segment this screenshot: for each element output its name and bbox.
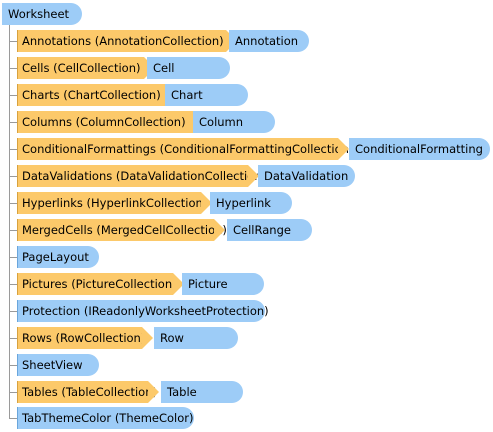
- collection-label: Charts (ChartCollection): [22, 88, 161, 102]
- member-row: Cells (CellCollection) Cell: [0, 57, 493, 79]
- item-label: Cell: [153, 61, 175, 75]
- item-label: Picture: [188, 277, 228, 291]
- collection-label: Hyperlinks (HyperlinkCollection): [22, 196, 208, 210]
- item-label: CellRange: [233, 223, 291, 237]
- worksheet-root-node[interactable]: Worksheet: [2, 3, 82, 25]
- property-label: TabThemeColor (ThemeColor): [22, 411, 194, 425]
- connector: [9, 230, 17, 231]
- connector: [9, 418, 17, 419]
- property-node[interactable]: Protection (IReadonlyWorksheetProtection…: [17, 300, 269, 322]
- item-node[interactable]: Hyperlink: [210, 192, 292, 214]
- item-label: Annotation: [235, 34, 299, 48]
- property-label: SheetView: [22, 358, 83, 372]
- item-label: Chart: [171, 88, 203, 102]
- property-node[interactable]: PageLayout: [17, 246, 99, 268]
- connector: [9, 95, 17, 96]
- connector: [9, 149, 17, 150]
- item-node[interactable]: Table: [161, 381, 243, 403]
- collection-node[interactable]: MergedCells (MergedCellCollection): [17, 219, 227, 241]
- item-label: Column: [199, 115, 244, 129]
- collection-node[interactable]: Tables (TableCollection): [17, 381, 159, 403]
- collection-label: Tables (TableCollection): [22, 385, 157, 399]
- collection-label: Columns (ColumnCollection): [22, 115, 186, 129]
- item-node[interactable]: Cell: [147, 57, 230, 79]
- collection-node[interactable]: ConditionalFormattings (ConditionalForma…: [17, 138, 353, 160]
- collection-node[interactable]: Charts (ChartCollection): [17, 84, 176, 106]
- item-node[interactable]: Column: [193, 111, 275, 133]
- item-node[interactable]: Annotation: [229, 30, 309, 52]
- connector: [9, 392, 17, 393]
- connector: [9, 284, 17, 285]
- member-row: Pictures (PictureCollection) Picture: [0, 273, 493, 295]
- member-row: SheetView: [0, 354, 493, 376]
- item-label: Table: [167, 385, 197, 399]
- collection-node[interactable]: Pictures (PictureCollection): [17, 273, 184, 295]
- member-row: DataValidations (DataValidationCollectio…: [0, 165, 493, 187]
- member-row: Rows (RowCollection) Row: [0, 327, 493, 349]
- member-row: Charts (ChartCollection) Chart: [0, 84, 493, 106]
- collection-label: MergedCells (MergedCellCollection): [22, 223, 227, 237]
- collection-label: DataValidations (DataValidationCollectio…: [22, 169, 266, 183]
- member-row: Columns (ColumnCollection) Column: [0, 111, 493, 133]
- member-row: MergedCells (MergedCellCollection) CellR…: [0, 219, 493, 241]
- item-node[interactable]: DataValidation: [258, 165, 355, 187]
- connector: [9, 176, 17, 177]
- item-node[interactable]: Picture: [182, 273, 264, 295]
- connector: [9, 203, 17, 204]
- item-label: Row: [160, 331, 184, 345]
- member-row: TabThemeColor (ThemeColor): [0, 407, 493, 429]
- item-node[interactable]: ConditionalFormatting: [349, 138, 490, 160]
- connector: [9, 122, 17, 123]
- collection-node[interactable]: DataValidations (DataValidationCollectio…: [17, 165, 266, 187]
- connector: [9, 365, 17, 366]
- collection-node[interactable]: Columns (ColumnCollection): [17, 111, 204, 133]
- item-label: DataValidation: [264, 169, 349, 183]
- item-label: Hyperlink: [216, 196, 271, 210]
- tree-trunk-line: [9, 25, 10, 418]
- item-node[interactable]: CellRange: [227, 219, 312, 241]
- connector: [9, 68, 17, 69]
- collection-node[interactable]: Rows (RowCollection): [17, 327, 153, 349]
- collection-node[interactable]: Hyperlinks (HyperlinkCollection): [17, 192, 212, 214]
- member-row: Protection (IReadonlyWorksheetProtection…: [0, 300, 493, 322]
- property-node[interactable]: TabThemeColor (ThemeColor): [17, 407, 194, 429]
- member-row: ConditionalFormattings (ConditionalForma…: [0, 138, 493, 160]
- property-node[interactable]: SheetView: [17, 354, 99, 376]
- item-node[interactable]: Chart: [165, 84, 248, 106]
- property-label: Protection (IReadonlyWorksheetProtection…: [22, 304, 269, 318]
- collection-label: Rows (RowCollection): [22, 331, 146, 345]
- connector: [9, 41, 17, 42]
- connector: [9, 311, 17, 312]
- collection-label: Cells (CellCollection): [22, 61, 141, 75]
- collection-node[interactable]: Cells (CellCollection): [17, 57, 155, 79]
- item-label: ConditionalFormatting: [355, 142, 483, 156]
- collection-label: ConditionalFormattings (ConditionalForma…: [22, 142, 354, 156]
- member-row: Tables (TableCollection) Table: [0, 381, 493, 403]
- collection-node[interactable]: Annotations (AnnotationCollection): [17, 30, 237, 52]
- item-node[interactable]: Row: [154, 327, 238, 349]
- collection-label: Annotations (AnnotationCollection): [22, 34, 224, 48]
- property-label: PageLayout: [22, 250, 89, 264]
- connector: [9, 257, 17, 258]
- member-row: Hyperlinks (HyperlinkCollection) Hyperli…: [0, 192, 493, 214]
- member-row: Annotations (AnnotationCollection) Annot…: [0, 30, 493, 52]
- connector: [9, 338, 17, 339]
- root-label: Worksheet: [8, 7, 70, 21]
- member-row: PageLayout: [0, 246, 493, 268]
- collection-label: Pictures (PictureCollection): [22, 277, 177, 291]
